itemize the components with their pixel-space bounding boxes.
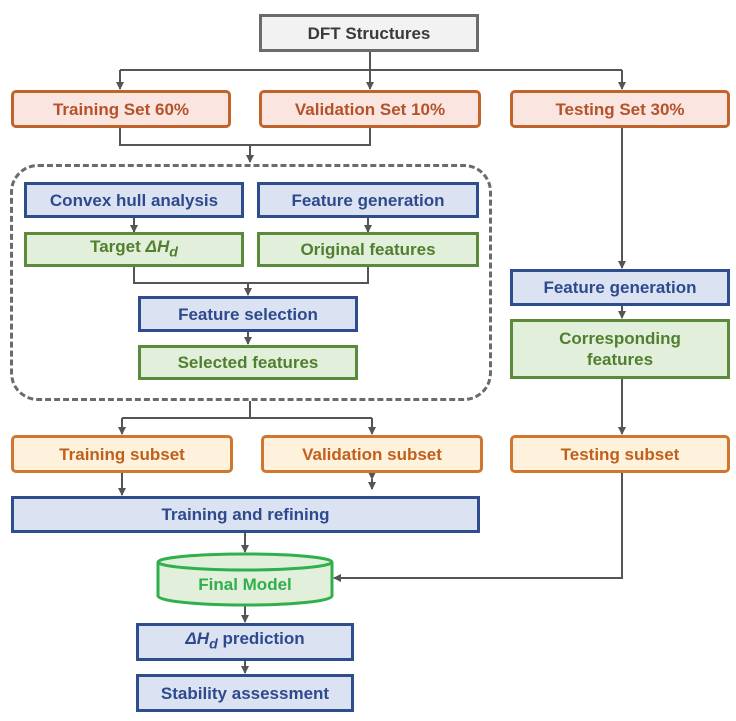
node-feature-generation-right: Feature generation [510, 269, 730, 306]
node-training-subset-label: Training subset [59, 444, 185, 464]
node-testing-subset-label: Testing subset [560, 444, 680, 464]
final-model-label: Final Model [198, 575, 292, 594]
node-feature-selection: Feature selection [138, 296, 358, 332]
connector-testing-subset-to-model [333, 473, 623, 582]
target-subscript-text: d [169, 244, 178, 261]
node-corresponding-features-line2: features [586, 350, 654, 369]
node-original-features: Original features [257, 232, 479, 267]
node-target-delta-hd-label: Target ΔHd [90, 236, 178, 263]
node-selected-features-label: Selected features [177, 353, 319, 372]
processing-group-frame [10, 164, 492, 401]
prediction-subscript-text: d [209, 636, 218, 653]
node-stability-assessment-label: Stability assessment [160, 683, 330, 703]
node-training-set: Training Set 60% [11, 90, 231, 128]
prediction-symbol-text: ΔH [185, 629, 210, 649]
node-training-and-refining-label: Training and refining [161, 505, 330, 524]
node-training-set-label: Training Set 60% [52, 99, 190, 119]
node-training-subset: Training subset [11, 435, 233, 473]
node-feature-selection-label: Feature selection [178, 304, 318, 324]
node-dft-structures: DFT Structures [259, 14, 479, 52]
prediction-suffix-text: prediction [217, 629, 305, 649]
node-testing-set-label: Testing Set 30% [555, 99, 685, 119]
node-corresponding-features: Corresponding features [510, 319, 730, 379]
node-convex-hull-analysis-label: Convex hull analysis [49, 190, 219, 210]
node-validation-set-label: Validation Set 10% [294, 99, 446, 119]
node-original-features-label: Original features [300, 240, 436, 259]
node-validation-set: Validation Set 10% [259, 90, 481, 128]
node-convex-hull-analysis: Convex hull analysis [24, 182, 244, 218]
final-model-cylinder-shape [156, 552, 334, 607]
node-target-delta-hd: Target ΔHd [24, 232, 244, 267]
node-delta-hd-prediction-label: ΔHd prediction [185, 628, 304, 655]
node-delta-hd-prediction: ΔHd prediction [136, 623, 354, 661]
node-feature-generation-left-label: Feature generation [291, 190, 445, 210]
target-prefix-text: Target [90, 236, 146, 256]
node-feature-generation-right-label: Feature generation [543, 278, 697, 297]
node-validation-subset-label: Validation subset [302, 444, 442, 464]
node-selected-features: Selected features [138, 345, 358, 380]
node-feature-generation-left: Feature generation [257, 182, 479, 218]
node-corresponding-features-line1: Corresponding [559, 329, 681, 348]
node-training-and-refining: Training and refining [11, 496, 480, 533]
node-testing-set: Testing Set 30% [510, 90, 730, 128]
connector-to-selection-bus [133, 267, 369, 284]
target-symbol-text: ΔH [145, 236, 170, 256]
node-validation-subset: Validation subset [261, 435, 483, 473]
node-dft-structures-label: DFT Structures [307, 23, 431, 43]
node-stability-assessment: Stability assessment [136, 674, 354, 712]
node-testing-subset: Testing subset [510, 435, 730, 473]
node-final-model: Final Model [156, 552, 334, 608]
connector-sets-bus [119, 128, 371, 146]
